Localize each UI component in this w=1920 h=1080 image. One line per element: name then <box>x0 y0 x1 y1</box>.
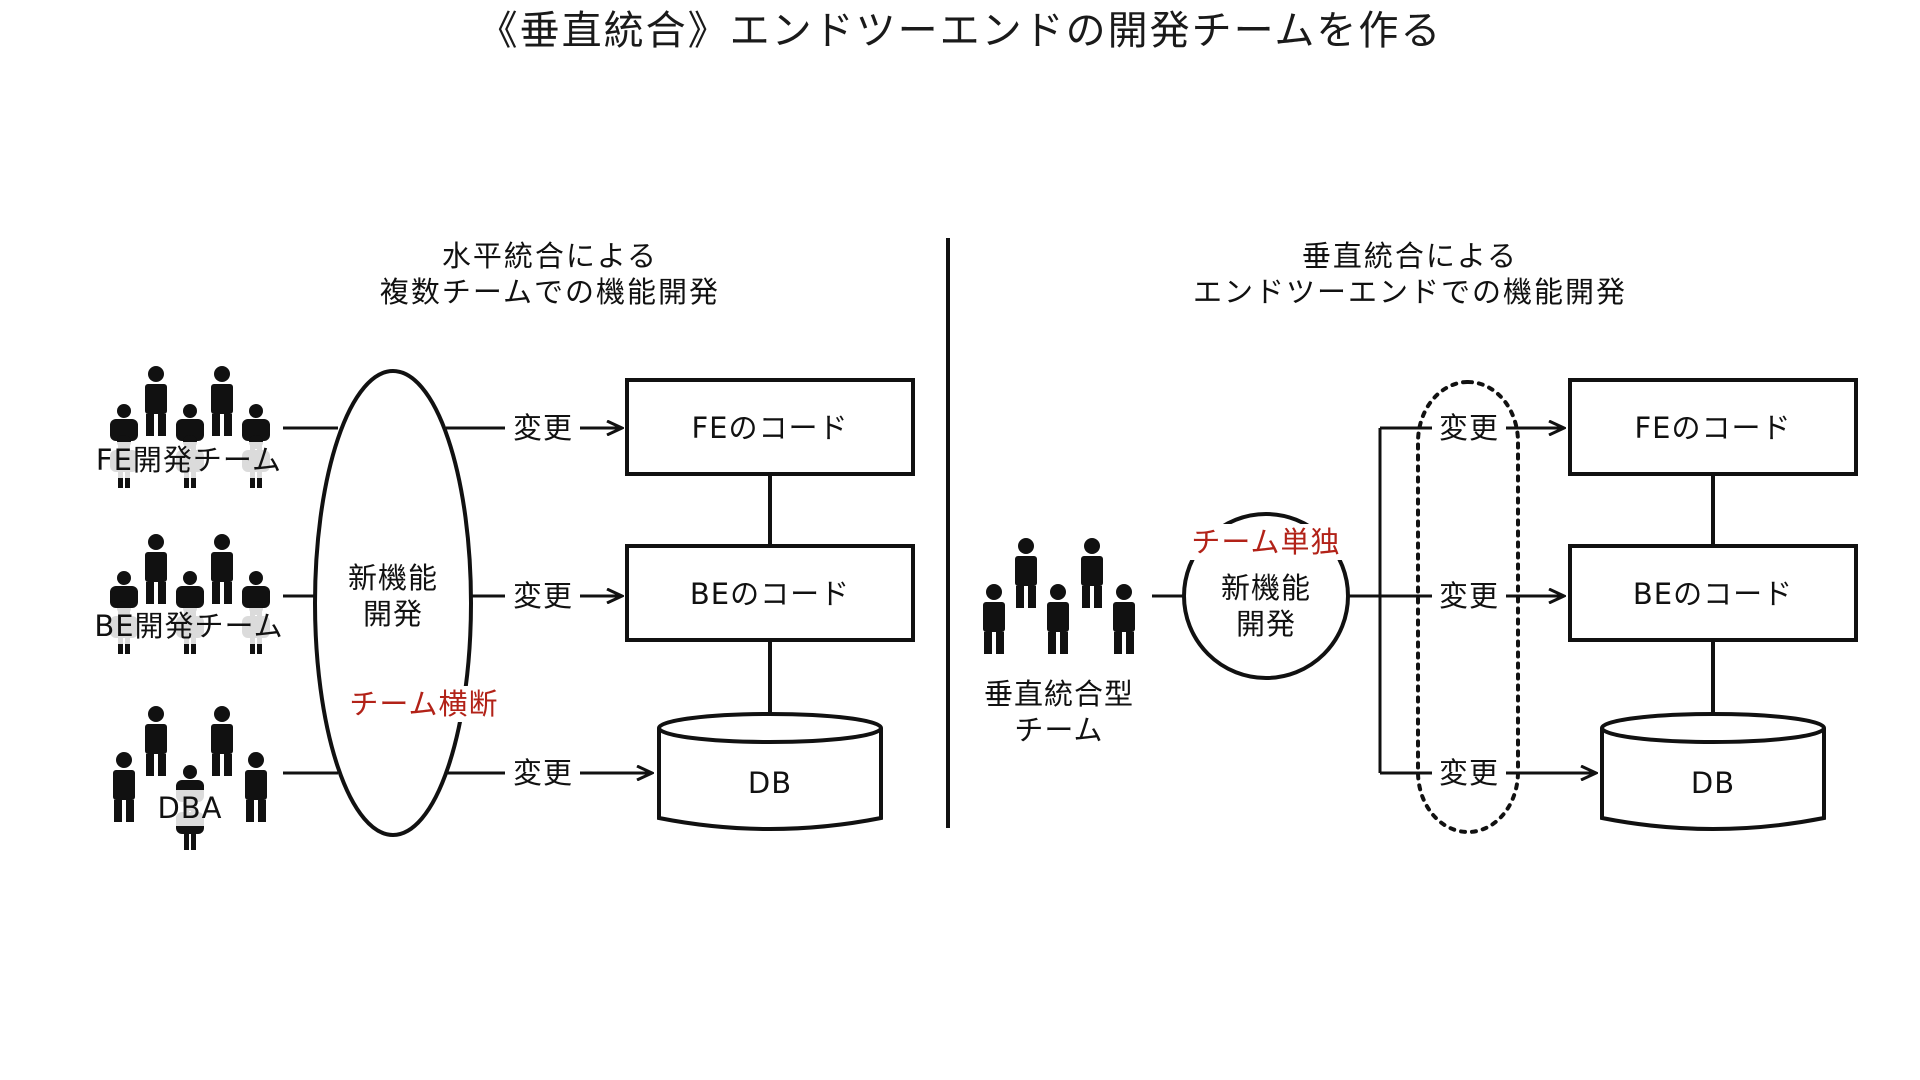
left-feature-line2: 開発 <box>362 597 423 631</box>
fe-team-label: FE開発チーム <box>84 442 294 479</box>
right-feature-line2: 開発 <box>1235 607 1296 641</box>
right-change-db: 変更 <box>1432 755 1506 792</box>
right-be-code-label: BEのコード <box>1632 577 1794 611</box>
right-change-fe: 変更 <box>1432 410 1506 447</box>
vertical-team-line1: 垂直統合型 <box>983 677 1134 711</box>
dba-people <box>113 706 267 850</box>
single-team-label: チーム単独 <box>1176 524 1356 561</box>
cross-team-ellipse <box>313 369 473 837</box>
left-be-code-box <box>625 544 915 642</box>
right-feature-line1: 新機能 <box>1220 571 1311 605</box>
page-title: 《垂直統合》エンドツーエンドの開発チームを作る <box>477 8 1443 54</box>
left-change-fe: 変更 <box>512 411 573 445</box>
right-fe-code-label: FEのコード <box>1634 411 1792 445</box>
left-feature-line1: 新機能 <box>347 561 438 595</box>
change-capsule <box>1416 380 1520 834</box>
vertical-team-people <box>983 538 1135 654</box>
right-db-cylinder <box>1600 712 1826 831</box>
left-heading-line2: 複数チームでの機能開発 <box>379 275 721 309</box>
left-fe-code-label: FEのコード <box>691 411 849 445</box>
be-team-label: BE開発チーム <box>84 608 294 645</box>
left-change-db: 変更 <box>512 756 573 790</box>
right-db-label: DB <box>1690 766 1736 800</box>
right-change-be: 変更 <box>1432 578 1506 615</box>
left-fe-code-box <box>625 378 915 476</box>
left-be-code-label: BEのコード <box>689 577 851 611</box>
vertical-team-line2: チーム <box>1014 713 1104 747</box>
left-change-be: 変更 <box>512 579 573 613</box>
right-heading-line1: 垂直統合による <box>1301 239 1519 273</box>
right-heading-line2: エンドツーエンドでの機能開発 <box>1192 275 1627 309</box>
dba-label: DBA <box>150 790 230 827</box>
left-db-label: DB <box>747 766 793 800</box>
cross-team-label: チーム横断 <box>336 686 512 723</box>
left-db-cylinder <box>657 712 883 831</box>
right-be-code-box <box>1568 544 1858 642</box>
left-heading-line1: 水平統合による <box>441 239 659 273</box>
